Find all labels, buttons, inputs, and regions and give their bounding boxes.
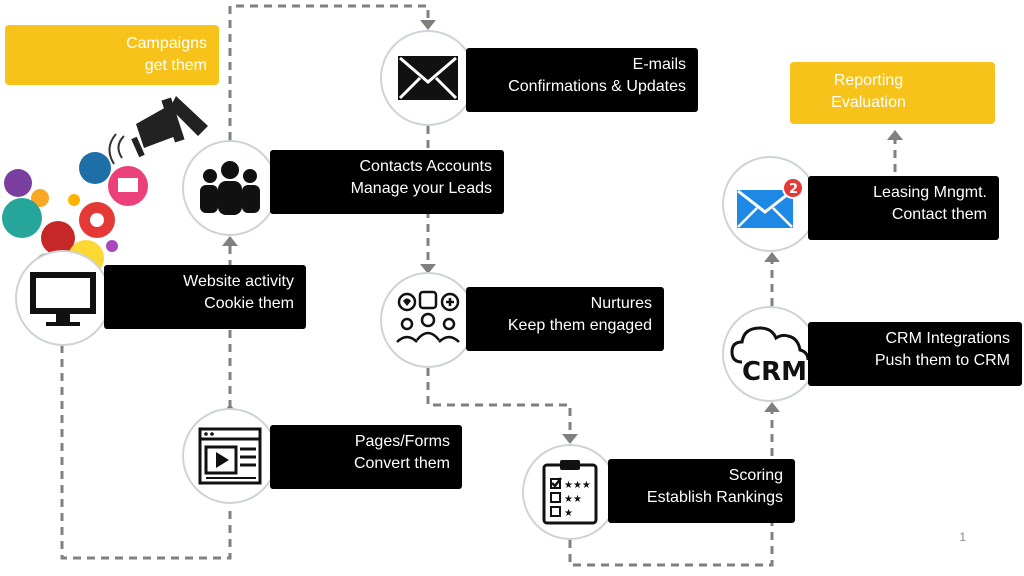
crm-circle: CRM xyxy=(722,306,818,402)
arrowhead-scoring xyxy=(562,434,578,444)
crm-logo-text: CRM xyxy=(742,357,807,386)
contacts-line2: Manage your Leads xyxy=(350,180,492,197)
badge-count: 2 xyxy=(789,182,798,197)
bubble-darkred xyxy=(41,221,75,255)
svg-text:★: ★ xyxy=(564,508,573,519)
scoring-line1: Scoring xyxy=(728,467,783,484)
leasing-line2: Contact them xyxy=(891,206,987,223)
pages-circle xyxy=(182,408,278,504)
contacts-label: Contacts Accounts Manage your Leads xyxy=(270,150,504,214)
nurtures-line1: Nurtures xyxy=(590,295,652,312)
leasing-label: Leasing Mngmt. Contact them xyxy=(808,176,999,240)
arrowhead-nurtures xyxy=(420,264,436,274)
bubble-blue xyxy=(79,152,111,184)
reporting-line2: Evaluation xyxy=(831,94,906,111)
nurtures-label: Nurtures Keep them engaged xyxy=(466,287,664,351)
bubble-teal xyxy=(2,198,42,238)
website-line1: Website activity xyxy=(183,273,294,290)
pages-label: Pages/Forms Convert them xyxy=(270,425,462,489)
megaphone-icon xyxy=(108,96,208,165)
svg-text:★★: ★★ xyxy=(564,494,582,505)
contacts-circle xyxy=(182,140,278,236)
campaigns-line1: Campaigns xyxy=(126,35,207,52)
bubble-purple xyxy=(4,169,32,197)
emails-circle xyxy=(380,30,476,126)
connector-scoring-crm xyxy=(568,408,774,567)
emails-line1: E-mails xyxy=(632,56,686,73)
campaigns-line2: get them xyxy=(144,57,207,74)
clipboard-rating-icon: ★★★ ★★ ★ xyxy=(542,460,598,525)
svg-text:★★★: ★★★ xyxy=(564,480,591,491)
connector-contacts-emails xyxy=(228,4,430,140)
people-group-icon xyxy=(200,161,260,215)
crm-line2: Push them to CRM xyxy=(874,352,1010,369)
crm-line1: CRM Integrations xyxy=(885,330,1011,347)
scoring-line2: Establish Rankings xyxy=(646,489,783,506)
arrowhead-leasing xyxy=(764,252,780,262)
emails-line2: Confirmations & Updates xyxy=(508,78,686,95)
website-label: Website activity Cookie them xyxy=(104,265,306,329)
social-media-cluster xyxy=(2,96,208,278)
pages-line1: Pages/Forms xyxy=(354,433,450,450)
website-line2: Cookie them xyxy=(204,295,294,312)
arrowhead-emails xyxy=(420,20,436,30)
leasing-line1: Leasing Mngmt. xyxy=(873,184,987,201)
nurtures-line2: Keep them engaged xyxy=(507,317,652,334)
crm-label: CRM Integrations Push them to CRM xyxy=(808,322,1022,386)
connector-nurtures-scoring xyxy=(426,368,572,440)
campaigns-box: Campaigns get them xyxy=(5,25,219,85)
cloud-crm-icon: CRM xyxy=(730,326,810,386)
scoring-label: Scoring Establish Rankings xyxy=(608,459,795,523)
envelope-icon xyxy=(398,56,458,100)
page-number: 1 xyxy=(959,530,966,544)
emails-label: E-mails Confirmations & Updates xyxy=(466,48,698,112)
contacts-line1: Contacts Accounts xyxy=(359,158,492,175)
arrowhead-reporting xyxy=(887,130,903,140)
connector-website-pages xyxy=(60,345,232,560)
arrowhead-contacts xyxy=(222,236,238,246)
mail-notification-icon: 2 xyxy=(737,177,804,228)
scoring-circle: ★★★ ★★ ★ xyxy=(522,444,618,540)
reporting-box: Reporting Evaluation xyxy=(790,62,995,124)
website-circle xyxy=(15,250,111,346)
webpage-video-icon xyxy=(198,427,262,485)
nurtures-circle xyxy=(380,272,476,368)
arrowhead-crm xyxy=(764,402,780,412)
notification-badge xyxy=(782,177,804,199)
monitor-icon xyxy=(30,272,96,326)
leasing-circle: 2 xyxy=(722,156,818,252)
reporting-line1: Reporting xyxy=(833,72,904,89)
community-icon xyxy=(396,290,460,343)
pages-line2: Convert them xyxy=(353,455,450,472)
